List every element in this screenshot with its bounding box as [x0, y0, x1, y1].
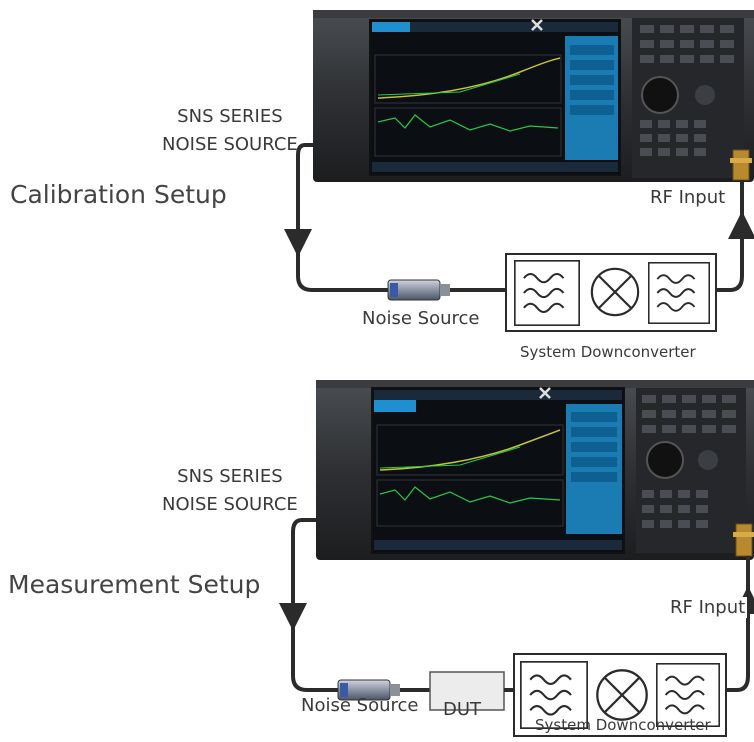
calibration-setup-title: Calibration Setup — [10, 180, 227, 209]
cable-downconverter-to-rf-bottom — [726, 586, 754, 692]
cable-top-left — [284, 143, 313, 257]
analyzer-bottom — [316, 380, 754, 560]
measurement-setup-title: Measurement Setup — [8, 570, 261, 599]
cable-bottom-left-to-ns — [291, 624, 338, 692]
sns-line1-bottom: SNS SERIES — [177, 466, 283, 487]
dut-label: DUT — [443, 699, 482, 720]
filter-icon — [648, 261, 710, 325]
filter-icon — [514, 260, 580, 326]
noise-source-device-bottom — [337, 679, 400, 701]
rf-connector-bottom — [733, 523, 754, 557]
sns-line1-top: SNS SERIES — [177, 106, 283, 127]
cable-top-left-to-ns — [296, 250, 388, 292]
sns-line2-top: NOISE SOURCE — [162, 134, 298, 155]
mixer-icon — [596, 669, 648, 721]
noise-source-label-bottom: Noise Source — [301, 695, 419, 716]
analyzer-top — [313, 10, 754, 182]
rf-input-label-bottom: RF Input — [668, 597, 748, 618]
mixer-icon — [590, 267, 640, 317]
dut-box — [429, 671, 505, 711]
sns-label-bottom: SNS SERIES NOISE SOURCE — [162, 463, 298, 519]
sns-label-top: SNS SERIES NOISE SOURCE — [162, 103, 298, 159]
rf-connector-top — [730, 149, 752, 181]
downconverter-label-top: System Downconverter — [520, 343, 696, 361]
downconverter-bottom — [513, 653, 727, 737]
noise-source-device-top — [387, 279, 450, 301]
cable-downconverter-to-rf-top — [716, 211, 754, 292]
sns-line2-bottom: NOISE SOURCE — [162, 494, 298, 515]
noise-source-label-top: Noise Source — [362, 308, 480, 329]
rf-input-label-top: RF Input — [648, 187, 728, 208]
downconverter-top — [505, 253, 717, 332]
cable-bottom-left — [279, 518, 316, 631]
downconverter-label-bottom: System Downconverter — [535, 716, 711, 734]
